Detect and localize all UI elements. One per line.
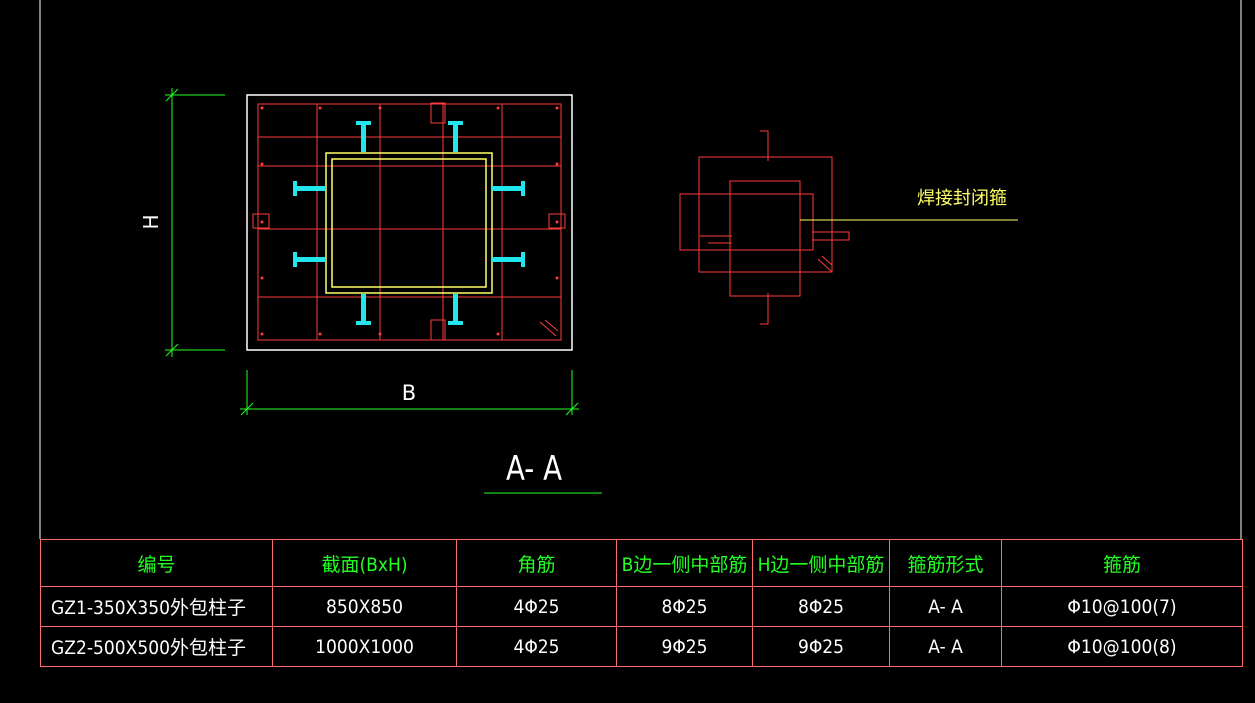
- header-cell-b-side-bars: B边一侧中部筋: [616, 539, 753, 587]
- steel-core-outer: [325, 152, 493, 294]
- cell-b-side-bars: 9Φ25: [616, 626, 753, 667]
- header-cell-section: 截面(BxH): [272, 539, 457, 587]
- cell-corner-bars: 4Φ25: [456, 586, 617, 627]
- dimension-b-label: B: [402, 381, 416, 405]
- rebar-schedule-table: 编号 截面(BxH) 角筋 B边一侧中部筋 H边一侧中部筋 箍筋形式 箍筋 GZ…: [40, 539, 1243, 667]
- cell-id: GZ2-500X500外包柱子: [40, 626, 273, 667]
- column-outline: [246, 94, 573, 351]
- dimension-h: [165, 88, 225, 357]
- header-cell-corner-bars: 角筋: [456, 539, 617, 587]
- header-cell-stirrup-type: 箍筋形式: [889, 539, 1002, 587]
- table-header-row: 编号 截面(BxH) 角筋 B边一侧中部筋 H边一侧中部筋 箍筋形式 箍筋: [40, 539, 1243, 587]
- cell-section: 850X850: [272, 586, 457, 627]
- table-row: GZ2-500X500外包柱子 1000X1000 4Φ25 9Φ25 9Φ25…: [40, 626, 1243, 667]
- dimension-h-label: H: [139, 214, 163, 229]
- cell-section: 1000X1000: [272, 626, 457, 667]
- header-cell-h-side-bars: H边一侧中部筋: [752, 539, 890, 587]
- cell-b-side-bars: 8Φ25: [616, 586, 753, 627]
- dimension-b: [240, 370, 579, 416]
- table-row: GZ1-350X350外包柱子 850X850 4Φ25 8Φ25 8Φ25 A…: [40, 586, 1243, 627]
- header-cell-id: 编号: [40, 539, 273, 587]
- header-cell-stirrups: 箍筋: [1001, 539, 1243, 587]
- welded-stirrup-label: 焊接封闭箍: [917, 188, 1007, 209]
- cell-h-side-bars: 8Φ25: [752, 586, 890, 627]
- cell-stirrups: Φ10@100(7): [1001, 586, 1243, 627]
- rebar-dots: [260, 106, 559, 336]
- stirrup-detail: 焊接封闭箍: [679, 130, 1018, 325]
- cell-stirrup-type: A- A: [889, 586, 1002, 627]
- shear-studs: [293, 121, 525, 325]
- section-a-a: H B A- A: [139, 88, 602, 494]
- cell-stirrups: Φ10@100(8): [1001, 626, 1243, 667]
- cell-stirrup-type: A- A: [889, 626, 1002, 667]
- section-title: A- A: [506, 449, 562, 489]
- cell-h-side-bars: 9Φ25: [752, 626, 890, 667]
- cell-id: GZ1-350X350外包柱子: [40, 586, 273, 627]
- stirrup-grid: [252, 102, 566, 341]
- cell-corner-bars: 4Φ25: [456, 626, 617, 667]
- steel-core-inner: [331, 158, 487, 288]
